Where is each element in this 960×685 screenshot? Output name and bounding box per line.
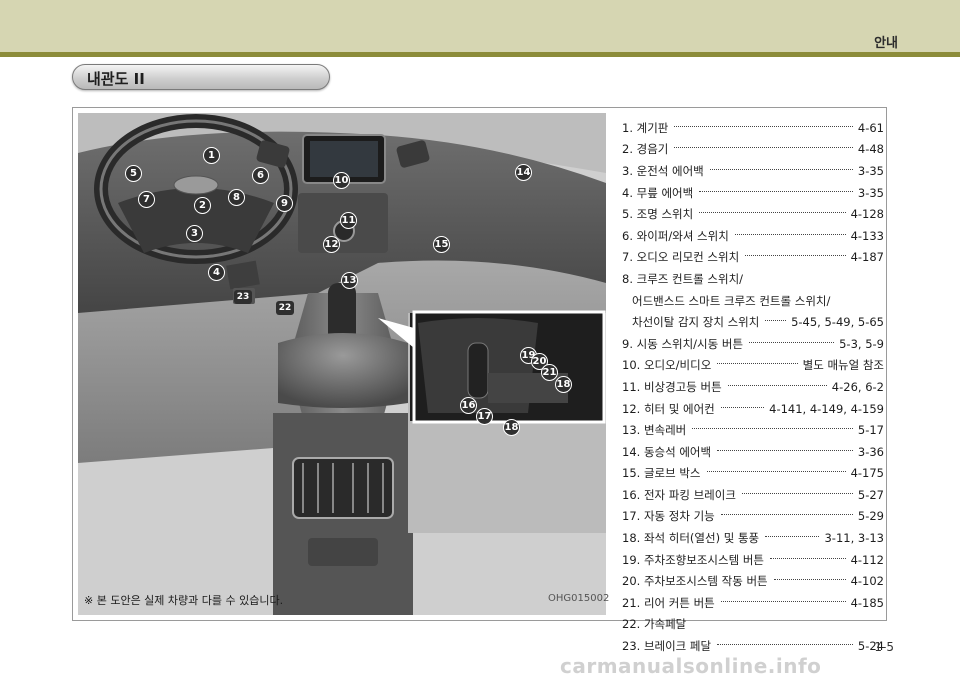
marker-11: 11 xyxy=(340,212,357,229)
marker-10: 10 xyxy=(333,172,350,189)
interior-illustration xyxy=(78,113,606,615)
page-number: 1-5 xyxy=(874,640,894,654)
interior-drawing xyxy=(78,113,606,615)
marker-2: 2 xyxy=(194,197,211,214)
page-title: 내관도 II xyxy=(87,70,145,88)
marker-22: 22 xyxy=(276,301,294,315)
marker-16: 16 xyxy=(460,397,477,414)
marker-3: 3 xyxy=(186,225,203,242)
legend-item: 어드밴스드 스마트 크루즈 컨트롤 스위치/ xyxy=(632,293,831,308)
marker-6: 6 xyxy=(252,167,269,184)
marker-8: 8 xyxy=(228,189,245,206)
marker-5: 5 xyxy=(125,165,142,182)
page-title-pill: 내관도 II xyxy=(72,64,330,90)
marker-21: 21 xyxy=(541,364,558,381)
marker-7: 7 xyxy=(138,191,155,208)
marker-9: 9 xyxy=(276,195,293,212)
section-tag: 안내 xyxy=(874,36,898,51)
marker-18a: 18 xyxy=(555,376,572,393)
marker-14: 14 xyxy=(515,164,532,181)
legend-item: 22. 가속페달 xyxy=(622,617,687,632)
header-band xyxy=(0,0,960,52)
marker-17: 17 xyxy=(476,408,493,425)
marker-13: 13 xyxy=(341,272,358,289)
marker-1: 1 xyxy=(203,147,220,164)
marker-4: 4 xyxy=(208,264,225,281)
header-rule xyxy=(0,52,960,57)
illustration-code: OHG015002 xyxy=(548,593,610,604)
marker-18b: 18 xyxy=(503,419,520,436)
disclaimer-note: ※ 본 도안은 실제 차량과 다를 수 있습니다. xyxy=(84,594,284,607)
watermark: carmanualsonline.info xyxy=(560,654,822,678)
legend-item: 8. 크루즈 컨트롤 스위치/ xyxy=(622,271,744,286)
marker-15: 15 xyxy=(433,236,450,253)
marker-12: 12 xyxy=(323,236,340,253)
marker-23: 23 xyxy=(234,290,252,304)
